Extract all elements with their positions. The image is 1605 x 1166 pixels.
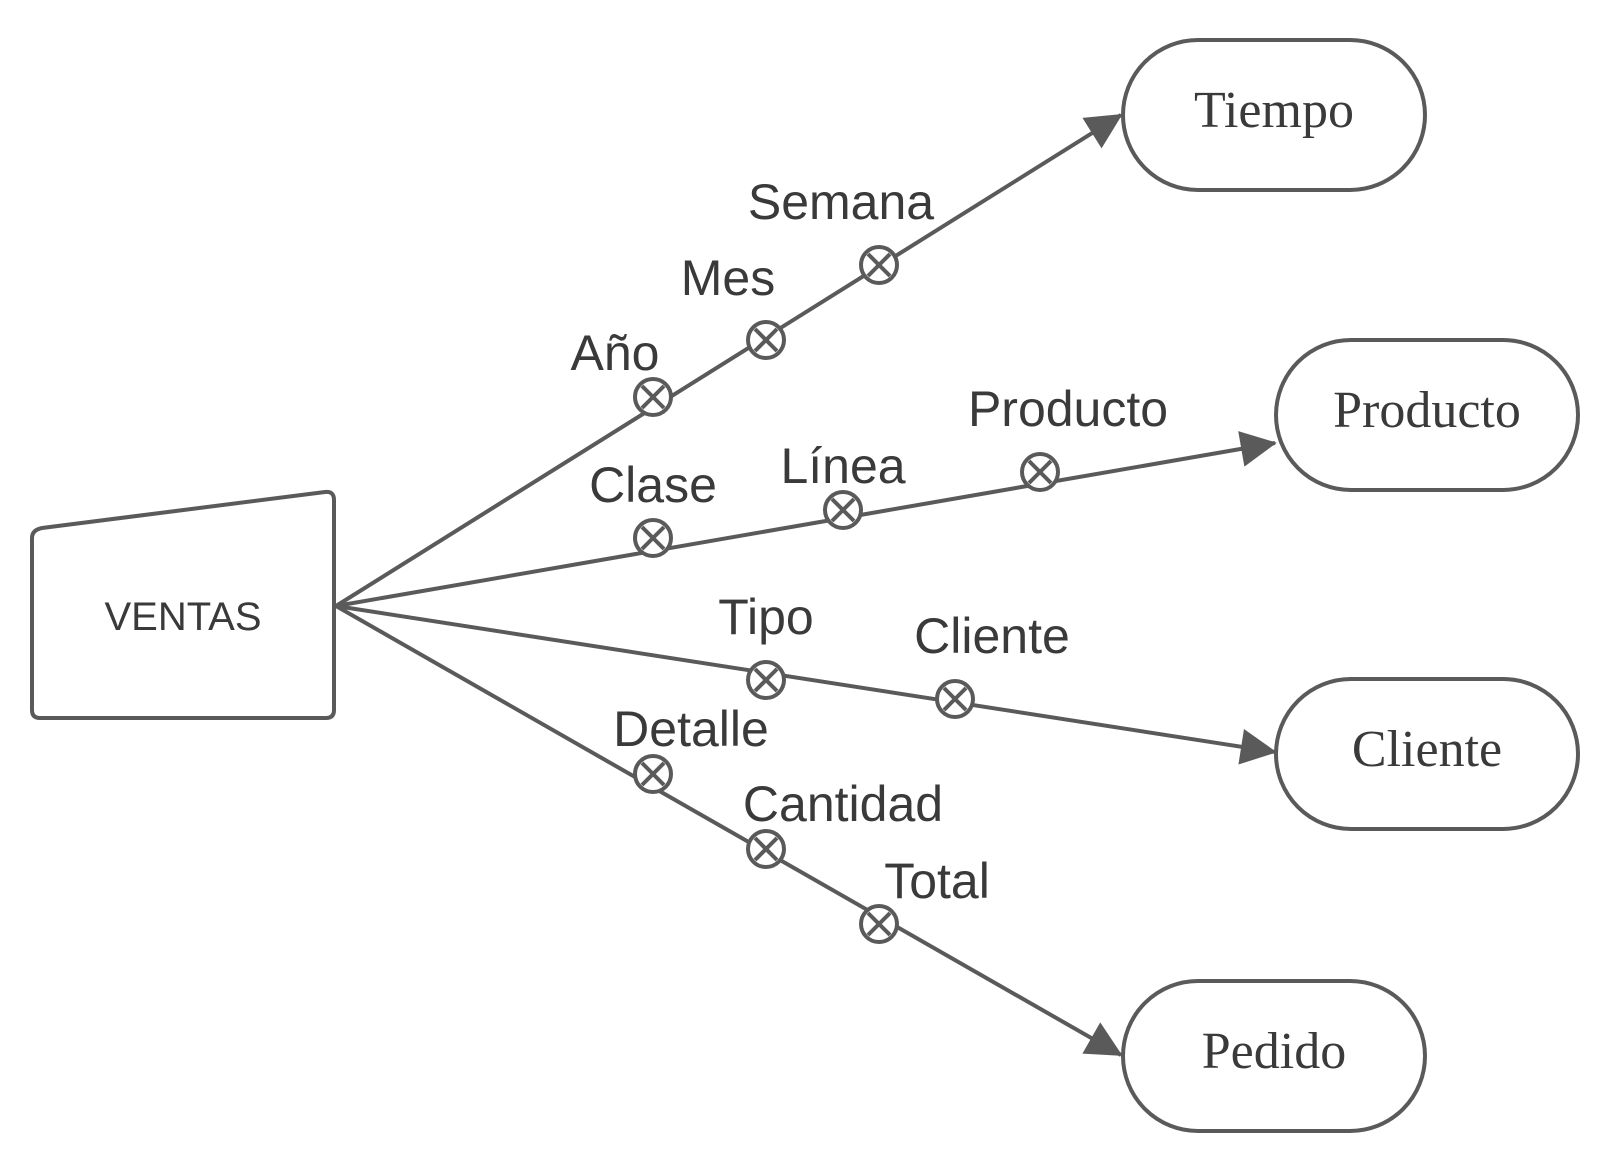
attribute-label-clase: Clase [589,457,717,513]
attribute-marker-mes[interactable] [746,320,786,360]
dimension-shape [1121,38,1427,192]
attribute-label-semana: Semana [748,174,934,230]
x-icon [640,525,666,551]
x-icon [866,911,892,937]
x-icon [753,667,779,693]
x-icon [830,497,856,523]
edge-ventas-cliente [335,604,1277,765]
dimension-node-pedido[interactable]: Pedido [1121,979,1427,1133]
dimension-node-cliente[interactable]: Cliente [1274,677,1580,831]
edge-ventas-producto [335,431,1277,608]
attribute-marker-semana[interactable] [859,245,899,285]
attribute-marker-cantidad[interactable] [746,829,786,869]
x-icon [753,836,779,862]
x-icon [640,761,666,787]
dimension-label: Producto [1333,382,1521,439]
attribute-label-total: Total [884,853,990,909]
attribute-marker-detalle[interactable] [633,754,673,794]
attribute-label-tipo: Tipo [718,589,813,645]
attribute-marker-clase[interactable] [633,518,673,558]
dimension-label: Tiempo [1194,82,1354,139]
edge-ventas-tiempo [334,113,1123,608]
fact-node-ventas[interactable]: VENTAS [30,489,336,720]
edge-ventas-pedido [335,604,1123,1057]
attribute-label-cliente: Cliente [914,608,1070,664]
x-icon [1027,459,1053,485]
dimension-label: Cliente [1352,721,1502,778]
attribute-label-linea: Línea [780,438,905,494]
x-icon [866,252,892,278]
attribute-marker-cliente[interactable] [935,679,975,719]
attribute-label-ano: Año [571,325,660,381]
attribute-label-cantidad: Cantidad [743,776,943,832]
attribute-label-detalle: Detalle [613,701,769,757]
attribute-marker-total[interactable] [859,904,899,944]
attribute-label-producto: Producto [968,381,1168,437]
attribute-marker-tipo[interactable] [746,660,786,700]
attribute-marker-producto[interactable] [1020,452,1060,492]
dimension-node-producto[interactable]: Producto [1274,338,1580,492]
dimension-node-tiempo[interactable]: Tiempo [1121,38,1427,192]
dimension-label: Pedido [1202,1023,1346,1080]
x-icon [753,327,779,353]
attribute-marker-linea[interactable] [823,490,863,530]
x-icon [942,686,968,712]
attribute-label-mes: Mes [681,250,775,306]
x-icon [640,384,666,410]
fact-shape [30,489,336,720]
dimension-shape [1274,338,1580,492]
fact-label: VENTAS [104,595,261,639]
edges [334,113,1277,1057]
dimension-shape [1121,979,1427,1133]
attribute-marker-ano[interactable] [633,377,673,417]
dimension-shape [1274,677,1580,831]
